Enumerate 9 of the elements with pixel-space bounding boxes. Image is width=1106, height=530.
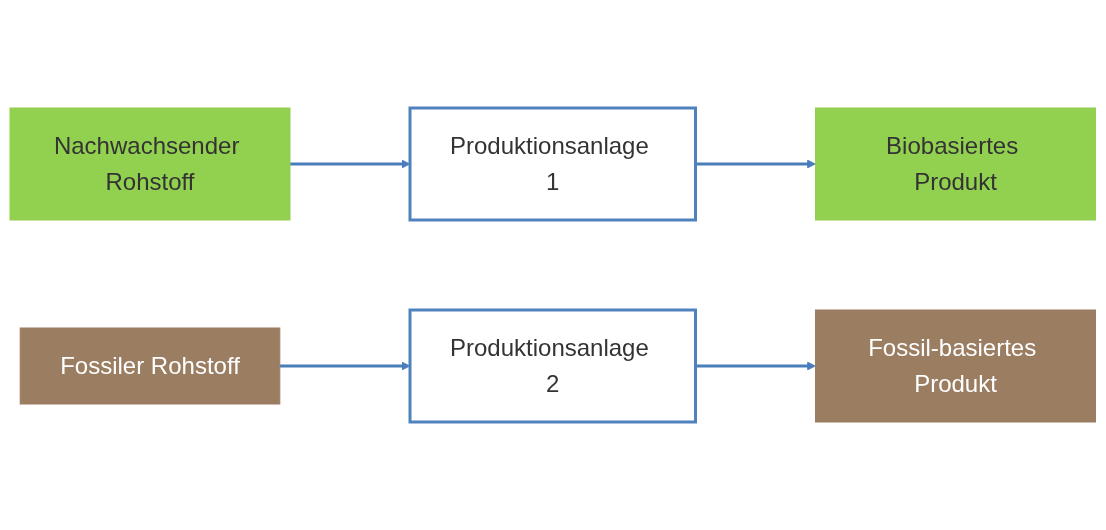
node-box: Produktionsanlage 2 [408, 308, 698, 424]
node-box: Biobasiertes Produkt [815, 107, 1097, 221]
arrow [695, 361, 817, 371]
node-box: Fossiler Rohstoff [19, 327, 281, 405]
arrow [290, 159, 411, 169]
arrow [280, 361, 411, 371]
node-box: Fossil-basiertes Produkt [815, 309, 1097, 423]
node-box: Nachwachsender Rohstoff [9, 107, 291, 221]
node-box: Produktionsanlage 1 [408, 106, 698, 222]
